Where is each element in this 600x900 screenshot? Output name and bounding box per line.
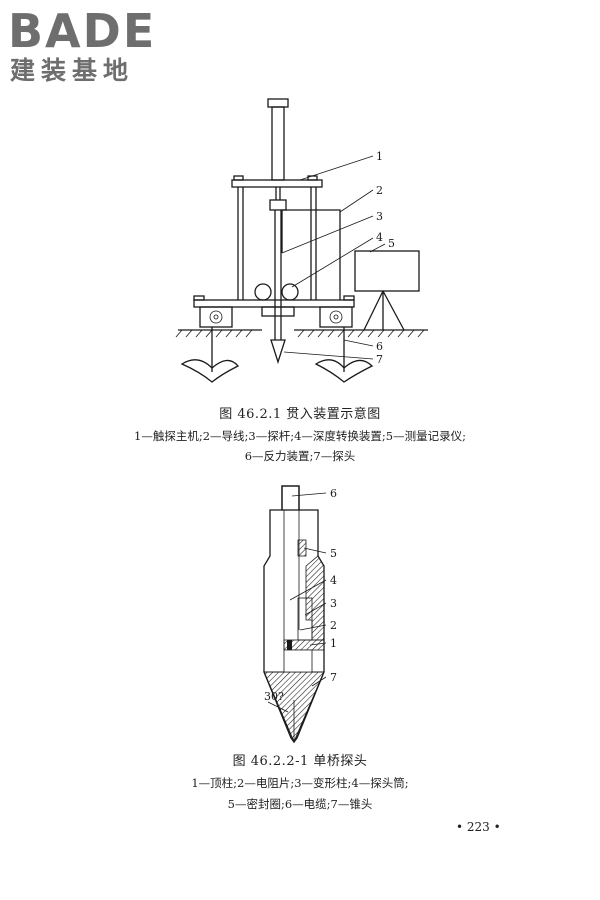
page-number: • 223 •: [456, 820, 501, 834]
logo-brand-text: BADE: [8, 4, 157, 58]
top-crossbeam: [231, 179, 323, 188]
cylinder-cap: [267, 98, 289, 108]
figure-2-label: 1: [330, 637, 337, 650]
angle-arc: [267, 701, 289, 713]
tripod-leg: [363, 290, 384, 331]
figure-1-label: 5: [388, 237, 395, 250]
ground-hatching: [175, 329, 425, 338]
anchor-housing-right: [319, 306, 353, 328]
figure-2-caption: 图 46.2.2-1 单桥探头: [232, 754, 368, 769]
seal-ring: [297, 539, 307, 557]
cable: [281, 485, 300, 511]
figure-2-label: 7: [330, 671, 337, 684]
figure-1-caption: 图 46.2.1 贯入装置示意图: [219, 407, 381, 422]
figure-1-diagram: 1 2 3 4 5 6 7: [175, 98, 428, 383]
rod-coupling: [269, 199, 287, 211]
figure-1-label: 2: [376, 184, 383, 197]
logo-subtitle: 建装基地: [10, 56, 135, 85]
figure-1-label: 6: [376, 340, 383, 353]
depth-wheel-left: [254, 283, 272, 301]
anchor-housing-left: [199, 306, 233, 328]
figure-1-label: 4: [376, 231, 383, 244]
cone-tip: [270, 339, 286, 365]
recorder-box: [354, 250, 420, 292]
base-platform: [193, 299, 355, 308]
figure-2-legend-line-1: 1—顶柱;2—电阻片;3—变形柱;4—探头筒;: [191, 776, 409, 790]
figure-2-label: 4: [330, 574, 337, 587]
figure-2-legend-line-2: 5—密封圈;6—电缆;7—锥头: [227, 797, 373, 811]
figure-2-label: 3: [330, 597, 337, 610]
rod-guide: [261, 306, 295, 317]
figure-1-legend-line-2: 6—反力装置;7—探头: [244, 449, 356, 463]
anchor-blade-left: [180, 359, 240, 383]
figure-2-diagram: 30? 6 5 4 3 2 1 7: [263, 485, 337, 744]
cone-angle-label: 30?: [264, 690, 284, 703]
figure-1-label: 3: [376, 210, 383, 223]
control-box: [281, 209, 341, 300]
figure-2-label: 5: [330, 547, 337, 560]
figure-1-label: 1: [376, 150, 383, 163]
depth-wheel-right: [281, 283, 299, 301]
figure-2-label: 6: [330, 487, 337, 500]
figure-1-legend-line-1: 1—触探主机;2—导线;3—探杆;4—深度转换装置;5—测量记录仪;: [134, 429, 466, 443]
brand-logo: BADE 建装基地: [8, 6, 178, 88]
anchor-blade-right: [314, 359, 374, 383]
figure-2-label: 2: [330, 619, 337, 632]
hydraulic-cylinder: [271, 106, 285, 181]
figure-1-label: 7: [376, 353, 383, 366]
